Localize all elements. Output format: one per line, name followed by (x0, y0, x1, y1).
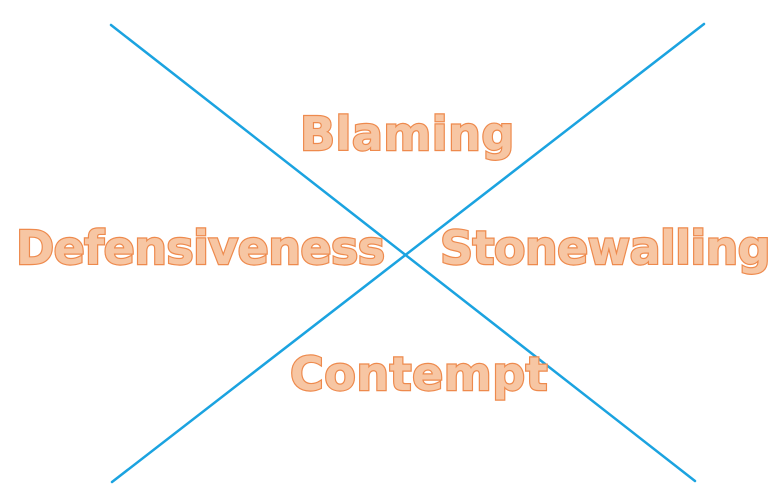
diagonal-line-descending (109, 23, 697, 483)
word-blaming: Blaming (299, 107, 516, 161)
word-stonewalling: Stonewalling (439, 221, 772, 275)
word-contempt: Contempt (289, 347, 549, 401)
diagonal-line-ascending (110, 22, 706, 484)
word-defensiveness: Defensiveness (15, 221, 387, 275)
